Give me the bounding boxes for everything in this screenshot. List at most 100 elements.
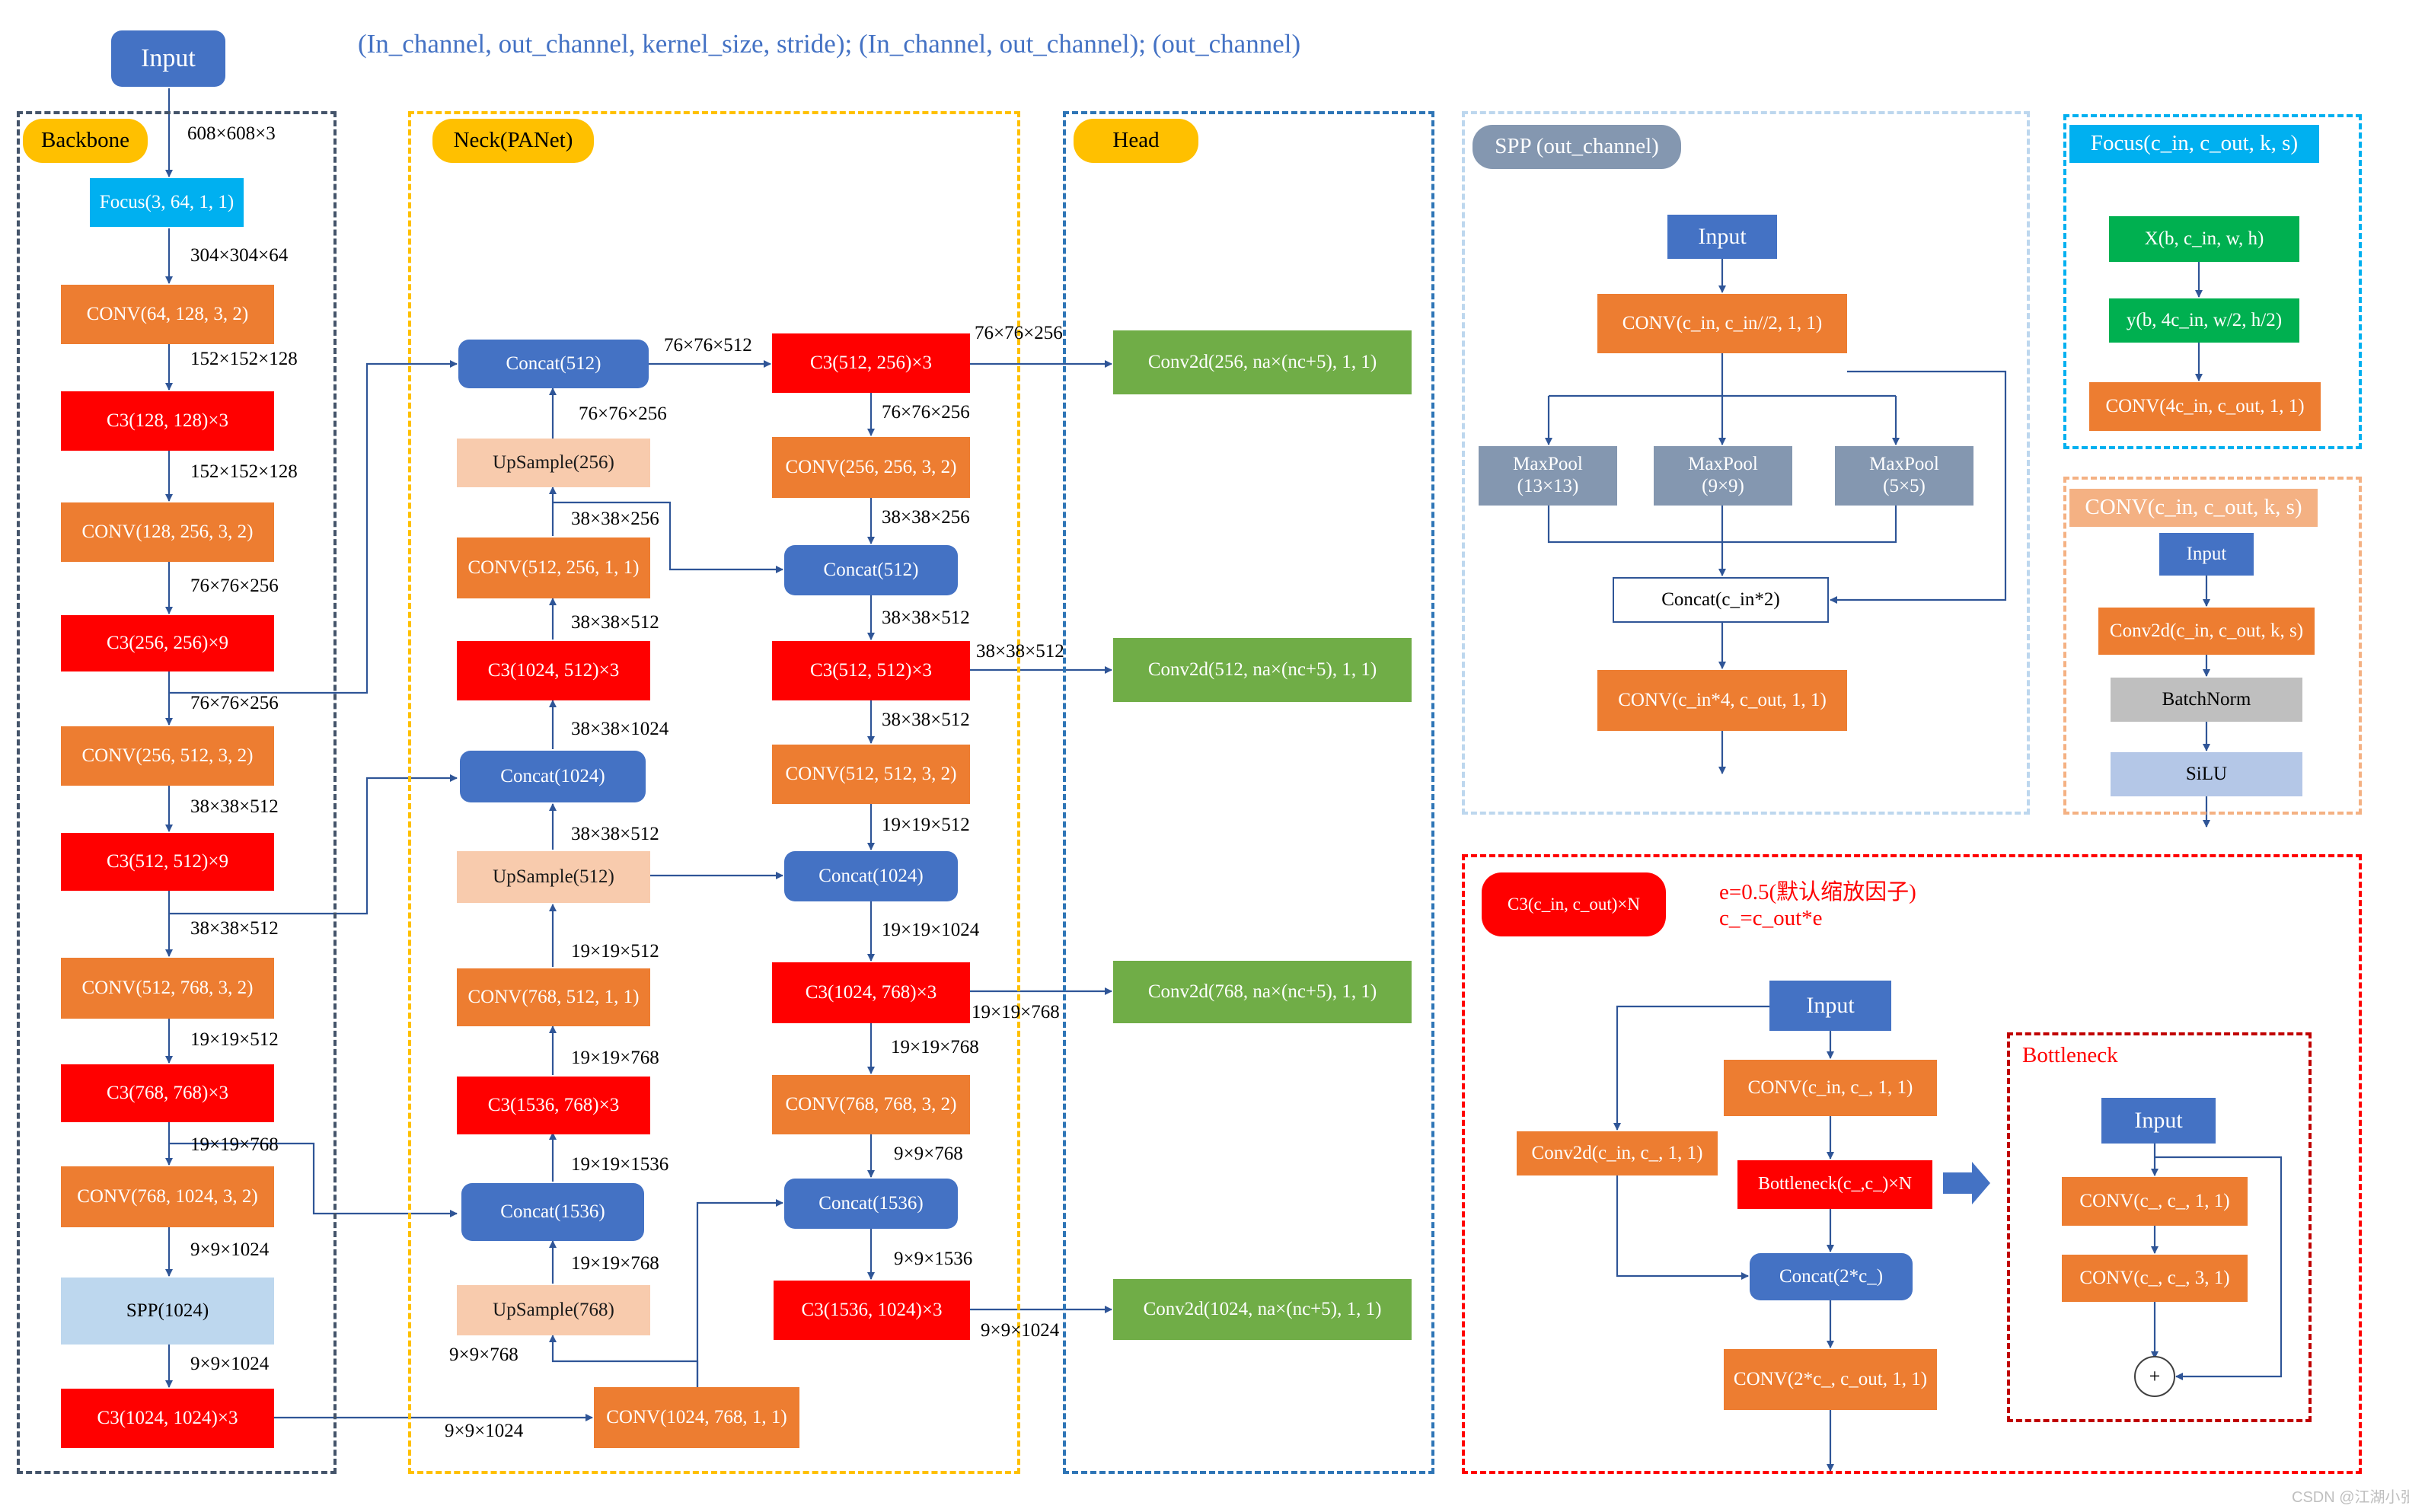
neck-left-dim: 38×38×512: [571, 824, 659, 844]
conv-block-input: Input: [2159, 533, 2254, 576]
conv-block-batchnorm: BatchNorm: [2111, 678, 2302, 722]
neck-left-dim: 38×38×512: [571, 612, 659, 633]
spp-input: Input: [1667, 215, 1777, 259]
spp-maxpool-5: MaxPool (5×5): [1835, 446, 1973, 506]
neck-c3-512-512: C3(512, 512)×3: [772, 641, 970, 700]
bottleneck-conv2: CONV(c_, c_, 3, 1): [2062, 1255, 2248, 1302]
c3-concat: Concat(2*c_): [1750, 1253, 1913, 1300]
head-conv2d-256: Conv2d(256, na×(nc+5), 1, 1): [1113, 330, 1412, 394]
neck-right-dim: 19×19×512: [882, 815, 970, 835]
backbone-tag: Backbone: [23, 119, 148, 163]
neck-tag: Neck(PANet): [432, 119, 594, 163]
c3-note-scale: e=0.5(默认缩放因子): [1719, 880, 1916, 904]
backbone-dim: 19×19×512: [190, 1029, 279, 1050]
neck-right-concat-1024: Concat(1024): [784, 851, 958, 901]
backbone-spp: SPP(1024): [61, 1278, 274, 1345]
neck-left-dim: 76×76×512: [664, 335, 752, 356]
backbone-focus: Focus(3, 64, 1, 1): [90, 178, 244, 227]
neck-right-concat-1536: Concat(1536): [784, 1179, 958, 1229]
legend-text: (In_channel, out_channel, kernel_size, s…: [358, 29, 1301, 59]
backbone-dim: 152×152×128: [190, 349, 298, 369]
neck-left-dim: 19×19×768: [571, 1048, 659, 1068]
c3-bottleneck: Bottleneck(c_,c_)×N: [1737, 1160, 1932, 1209]
neck-left-dim: 19×19×768: [571, 1253, 659, 1274]
conv-block-conv2d: Conv2d(c_in, c_out, k, s): [2098, 608, 2315, 655]
focus-conv: CONV(4c_in, c_out, 1, 1): [2089, 382, 2321, 431]
head-conv2d-1024: Conv2d(1024, na×(nc+5), 1, 1): [1113, 1279, 1412, 1340]
backbone-dim: 9×9×1024: [190, 1239, 270, 1260]
neck-right-dim: 38×38×512: [882, 608, 970, 628]
c3-conv-out: CONV(2*c_, c_out, 1, 1): [1724, 1349, 1937, 1410]
neck-left-dim: 9×9×768: [449, 1345, 518, 1365]
conv-block-silu: SiLU: [2111, 752, 2302, 796]
neck-c3-1536-768: C3(1536, 768)×3: [457, 1077, 650, 1134]
neck-right-dim: 38×38×512: [976, 641, 1064, 662]
spp-maxpool-9: MaxPool (9×9): [1654, 446, 1792, 506]
spp-conv-in: CONV(c_in, c_in//2, 1, 1): [1597, 294, 1847, 353]
neck-right-dim: 19×19×768: [972, 1002, 1060, 1022]
neck-conv-256-256: CONV(256, 256, 3, 2): [772, 437, 970, 498]
spp-region: [1462, 111, 2030, 815]
neck-concat-512: Concat(512): [458, 340, 649, 388]
backbone-c3-2: C3(256, 256)×9: [61, 615, 274, 671]
focus-x: X(b, c_in, w, h): [2109, 216, 2299, 262]
backbone-c3-1: C3(128, 128)×3: [61, 391, 274, 451]
bottleneck-tag: Bottleneck: [2022, 1043, 2118, 1067]
neck-conv-768-768: CONV(768, 768, 3, 2): [772, 1075, 970, 1134]
neck-right-dim: 9×9×768: [894, 1144, 963, 1164]
backbone-dim: 19×19×768: [190, 1134, 279, 1155]
neck-left-dim: 19×19×1536: [571, 1154, 669, 1175]
head-tag: Head: [1074, 119, 1198, 163]
neck-upsample-768: UpSample(768): [457, 1285, 650, 1335]
neck-left-dim: 38×38×1024: [571, 719, 669, 739]
backbone-c3-4: C3(768, 768)×3: [61, 1064, 274, 1122]
neck-conv-512-256: CONV(512, 256, 1, 1): [457, 537, 650, 598]
backbone-conv-3: CONV(256, 512, 3, 2): [61, 726, 274, 786]
neck-right-dim: 76×76×256: [975, 323, 1063, 343]
neck-left-dim: 9×9×1024: [445, 1421, 524, 1441]
spp-tag: SPP (out_channel): [1473, 125, 1681, 169]
neck-concat-1024: Concat(1024): [460, 751, 646, 802]
spp-maxpool-13: MaxPool (13×13): [1479, 446, 1617, 506]
watermark: CSDN @江湖小张: [2292, 1489, 2409, 1506]
backbone-dim: 608×608×3: [187, 123, 276, 144]
bottleneck-add-symbol: +: [2149, 1365, 2161, 1388]
c3-conv1: CONV(c_in, c_, 1, 1): [1724, 1060, 1937, 1116]
backbone-dim: 76×76×256: [190, 576, 279, 596]
spp-conv-out: CONV(c_in*4, c_out, 1, 1): [1597, 670, 1847, 731]
neck-c3-512-256: C3(512, 256)×3: [772, 333, 970, 393]
conv-tag: CONV(c_in, c_out, k, s): [2069, 489, 2318, 527]
backbone-conv-4: CONV(512, 768, 3, 2): [61, 958, 274, 1019]
backbone-dim: 76×76×256: [190, 693, 279, 713]
neck-c3-1024-512: C3(1024, 512)×3: [457, 641, 650, 700]
focus-y: y(b, 4c_in, w/2, h/2): [2109, 298, 2299, 343]
neck-region: [408, 111, 1020, 1474]
neck-right-dim: 76×76×256: [882, 402, 970, 423]
backbone-c3-5: C3(1024, 1024)×3: [61, 1389, 274, 1448]
conv-region: [2063, 477, 2362, 815]
head-conv2d-768: Conv2d(768, na×(nc+5), 1, 1): [1113, 961, 1412, 1023]
neck-concat-1536: Concat(1536): [461, 1183, 644, 1241]
neck-right-dim: 19×19×768: [891, 1037, 979, 1057]
backbone-conv-1: CONV(64, 128, 3, 2): [61, 285, 274, 344]
backbone-c3-3: C3(512, 512)×9: [61, 833, 274, 891]
neck-c3-1024-768: C3(1024, 768)×3: [772, 962, 970, 1023]
c3-input: Input: [1769, 981, 1891, 1031]
c3-conv2d: Conv2d(c_in, c_, 1, 1): [1517, 1131, 1718, 1175]
head-region: [1063, 111, 1434, 1474]
main-input-node: Input: [111, 30, 225, 87]
neck-upsample-512: UpSample(512): [457, 851, 650, 903]
neck-right-concat-512: Concat(512): [784, 545, 958, 595]
focus-region: [2063, 114, 2362, 449]
neck-right-dim: 38×38×256: [882, 507, 970, 528]
neck-left-dim: 19×19×512: [571, 941, 659, 962]
neck-left-dim: 76×76×256: [579, 404, 667, 424]
neck-right-dim: 38×38×512: [882, 710, 970, 730]
backbone-dim: 9×9×1024: [190, 1354, 270, 1374]
neck-right-dim: 9×9×1024: [981, 1320, 1060, 1341]
backbone-dim: 152×152×128: [190, 461, 298, 482]
focus-tag: Focus(c_in, c_out, k, s): [2069, 125, 2319, 163]
neck-c3-1536-1024: C3(1536, 1024)×3: [774, 1281, 970, 1340]
